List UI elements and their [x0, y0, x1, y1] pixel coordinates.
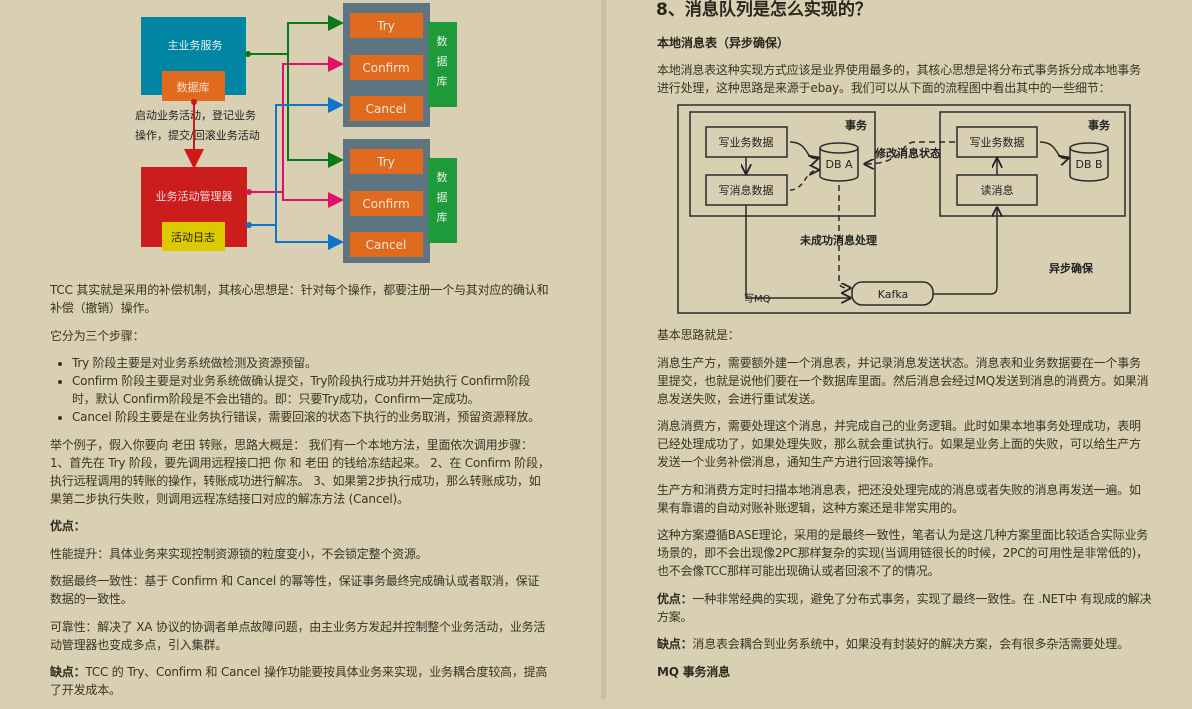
pros-heading: 优点：	[50, 519, 86, 533]
confirm-label: Confirm	[362, 197, 409, 211]
cons-text: TCC 的 Try、Confirm 和 Cancel 操作功能要按具体业务来实现…	[50, 665, 548, 697]
tcc-intro: TCC 其实就是采用的补偿机制，其核心思想是：针对每个操作，都要注册一个与其对应…	[50, 283, 549, 315]
confirm-box	[350, 191, 423, 216]
update-status-label: 修改消息状态	[874, 146, 941, 160]
local-message-diagram: 事务 事务 写业务数据 写消息数据 写业务数据 读消息 DB A DB B 修改…	[677, 104, 1131, 314]
async-label: 异步确保	[1049, 261, 1094, 275]
db-char: 数	[437, 35, 448, 48]
consumer-paragraph: 消息消费方，需要处理这个消息，并完成自己的业务逻辑。此时如果本地事务处理成功，表…	[657, 419, 1141, 469]
db-char: 数	[437, 171, 448, 184]
left-page: 主业务服务 数据库 启动业务活动，登记业务 操作，提交/回滚业务活动 业务活动管…	[0, 0, 601, 699]
kafka-label: Kafka	[878, 288, 909, 301]
confirm-box	[350, 55, 423, 80]
activity-log-box	[162, 222, 225, 251]
right-text: 基本思路就是： 消息生产方，需要额外建一个消息表，并记录消息发送状态。消息表和业…	[657, 326, 1152, 690]
tx-label-b: 事务	[1088, 118, 1111, 132]
cancel-label: Cancel	[366, 238, 407, 252]
db-b-label: DB B	[1075, 158, 1102, 171]
pro-consistency: 数据最终一致性：基于 Confirm 和 Cancel 的幂等性，保证事务最终完…	[50, 574, 540, 606]
database-label: 数据库	[177, 80, 210, 94]
base-paragraph: 这种方案遵循BASE理论，采用的是最终一致性，笔者认为是这几种方案里面比较适合实…	[657, 528, 1149, 578]
right-page: 8、消息队列是怎么实现的？ 本地消息表（异步确保） 本地消息表这种实现方式应该是…	[606, 0, 1192, 699]
page-gutter	[601, 0, 606, 699]
tx-label-a: 事务	[845, 118, 868, 132]
pros-paragraph: 优点：一种非常经典的实现，避免了分布式事务，实现了最终一致性。在 .NET中 有…	[657, 590, 1152, 626]
left-text: TCC 其实就是采用的补偿机制，其核心思想是：针对每个操作，都要注册一个与其对应…	[50, 281, 550, 709]
activity-manager-label: 业务活动管理器	[156, 189, 233, 203]
pro-reliability: 可靠性：解决了 XA 协议的协调者单点故障问题，由主业务方发起并控制整个业务活动…	[50, 619, 546, 652]
mq-heading: MQ 事务消息	[657, 664, 730, 679]
basic-idea: 基本思路就是：	[657, 328, 740, 342]
scan-paragraph: 生产方和消费方定时扫描本地消息表，把还没处理完成的消息或者失败的消息再发送一遍。…	[657, 482, 1141, 515]
step-cancel: Cancel 阶段主要是在业务执行错误，需要回滚的状态下执行的业务取消，预留资源…	[72, 408, 550, 426]
db-char: 据	[437, 54, 448, 68]
db-char: 据	[437, 190, 448, 204]
try-label: Try	[376, 19, 395, 33]
cancel-box	[350, 232, 423, 257]
try-box	[350, 13, 423, 38]
confirm-label: Confirm	[362, 61, 409, 75]
main-service-label: 主业务服务	[168, 39, 223, 52]
cons-text: 消息表会耦合到业务系统中，如果没有封装好的解决方案，会有很多杂活需要处理。	[692, 637, 1130, 651]
section-title: 8、消息队列是怎么实现的？	[656, 0, 872, 20]
db-char: 库	[437, 211, 448, 224]
database-box	[162, 71, 225, 101]
pro-performance: 性能提升：具体业务来实现控制资源锁的粒度变小，不会锁定整个资源。	[50, 546, 428, 561]
write-biz-b: 写业务数据	[970, 135, 1025, 149]
try-label: Try	[376, 155, 395, 169]
step-try: Try 阶段主要是对业务系统做检测及资源预留。	[72, 354, 550, 372]
producer-paragraph: 消息生产方，需要额外建一个消息表，并记录消息发送状态。消息表和业务数据要在一个事…	[657, 355, 1149, 406]
cons-paragraph: 缺点：消息表会耦合到业务系统中，如果没有封装好的解决方案，会有很多杂活需要处理。	[657, 635, 1152, 653]
steps-intro: 它分为三个步骤：	[50, 328, 145, 343]
write-biz-a: 写业务数据	[719, 135, 774, 149]
read-msg: 读消息	[981, 183, 1014, 197]
section-subtitle: 本地消息表（异步确保）	[657, 36, 790, 50]
db-a-label: DB A	[825, 158, 853, 171]
step-confirm: Confirm 阶段主要是对业务系统做确认提交，Try阶段执行成功并开始执行 C…	[72, 372, 550, 408]
cancel-label: Cancel	[366, 102, 407, 116]
intro-paragraph: 本地消息表这种实现方式应该是业界使用最多的，其核心思想是将分布式事务拆分成本地事…	[657, 63, 1141, 95]
tcc-diagram: 主业务服务 数据库 启动业务活动，登记业务 操作，提交/回滚业务活动 业务活动管…	[135, 3, 457, 263]
cancel-box	[350, 96, 423, 121]
participant-db	[428, 22, 457, 107]
pros-heading: 优点：	[657, 591, 693, 606]
note-line1: 启动业务活动，登记业务	[135, 108, 256, 122]
write-msg: 写消息数据	[719, 183, 774, 197]
unsuccessful-label: 未成功消息处理	[799, 233, 877, 247]
participant-db	[428, 158, 457, 243]
example-paragraph: 举个例子，假入你要向 老田 转账，思路大概是： 我们有一个本地方法，里面依次调用…	[50, 437, 550, 506]
pros-text: 一种非常经典的实现，避免了分布式事务，实现了最终一致性。在 .NET中 有现成的…	[657, 591, 1152, 624]
steps-list: Try 阶段主要是对业务系统做检测及资源预留。 Confirm 阶段主要是对业务…	[72, 354, 550, 426]
cons-heading: 缺点：	[50, 665, 86, 679]
note-line2: 操作，提交/回滚业务活动	[135, 128, 260, 142]
cons-paragraph: 缺点：TCC 的 Try、Confirm 和 Cancel 操作功能要按具体业务…	[50, 663, 550, 699]
write-mq-label: 写MQ	[744, 293, 771, 305]
cons-heading: 缺点：	[657, 637, 693, 651]
activity-log-label: 活动日志	[171, 231, 215, 244]
db-char: 库	[437, 75, 448, 88]
try-box	[350, 149, 423, 174]
